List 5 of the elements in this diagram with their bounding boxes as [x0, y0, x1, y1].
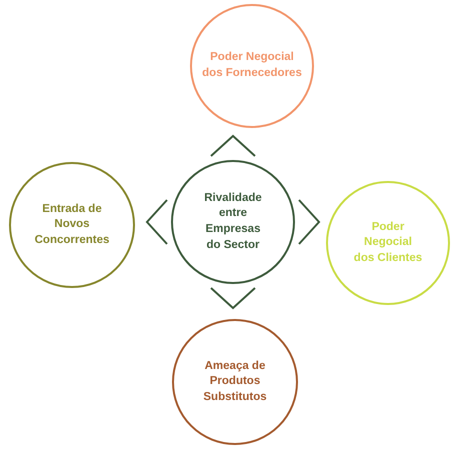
- node-label: Poder Negocial dos Fornecedores: [202, 50, 302, 81]
- node-label: Poder Negocial dos Clientes: [353, 220, 423, 266]
- node-label: Rivalidade entre Empresas do Sector: [203, 190, 263, 253]
- node-label: Entrada de Novos Concorrentes: [34, 202, 110, 248]
- node-label: Ameaça de Produtos Substitutos: [202, 358, 268, 405]
